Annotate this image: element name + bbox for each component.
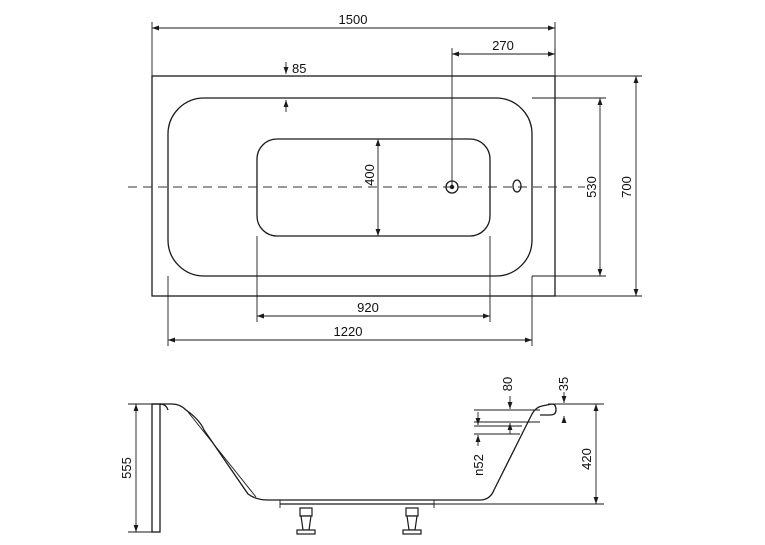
- side-view: 555 420 35 80: [119, 377, 604, 535]
- dim-label-inner-length: 1220: [334, 324, 363, 339]
- dim-label-bottom-length: 920: [357, 300, 379, 315]
- dim-rim-offset: 85: [283, 61, 306, 112]
- dim-label-overflow-diameter: n52: [471, 454, 486, 476]
- dim-rim-thickness: 35: [548, 377, 572, 424]
- dim-label-overall-length: 1500: [339, 12, 368, 27]
- tub-side-profile: [160, 403, 557, 501]
- left-foot: [296, 507, 316, 535]
- dim-bottom-width: 400: [362, 139, 381, 236]
- dim-label-inner-width: 530: [584, 176, 599, 198]
- tub-outer-outline: [151, 75, 556, 297]
- dim-inner-width: 530: [532, 97, 606, 277]
- dim-label-drain-offset: 270: [492, 38, 514, 53]
- dim-tub-height: 420: [434, 403, 604, 505]
- dim-overall-width: 700: [555, 75, 642, 297]
- dim-overflow-offset: 80: [474, 377, 540, 434]
- overflow-hole: [512, 179, 522, 193]
- dim-drain-offset: 270: [451, 38, 556, 187]
- dim-label-tub-height: 420: [579, 448, 594, 470]
- tub-inner-line: [187, 411, 257, 498]
- dim-bottom-length: 920: [256, 236, 491, 322]
- dim-label-rim-offset: 85: [292, 61, 306, 76]
- dim-label-overall-width: 700: [619, 176, 634, 198]
- dim-label-total-height: 555: [119, 457, 134, 479]
- dim-label-overflow-offset: 80: [500, 377, 515, 391]
- dim-label-rim-thickness: 35: [556, 377, 571, 391]
- tub-inner-rim: [167, 97, 533, 277]
- front-panel: [151, 403, 161, 533]
- plan-view: 1500 270 85 400 530: [128, 12, 642, 346]
- support-frame: [279, 500, 435, 508]
- dim-total-height: 555: [119, 403, 152, 533]
- dim-inner-length: 1220: [167, 276, 533, 346]
- right-foot: [402, 507, 422, 535]
- dim-label-bottom-width: 400: [362, 164, 377, 186]
- dim-overflow-diameter: n52: [471, 412, 522, 476]
